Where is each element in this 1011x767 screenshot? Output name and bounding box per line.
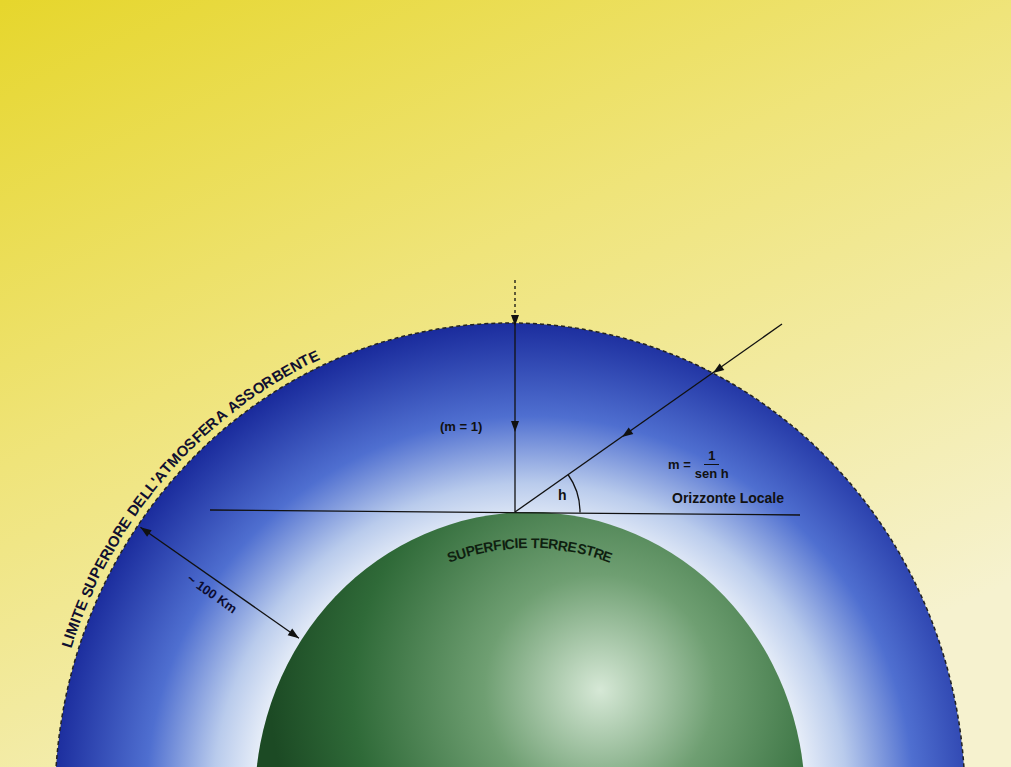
glyph: C bbox=[504, 536, 515, 551]
arrowhead bbox=[511, 315, 519, 326]
numerator: 1 bbox=[704, 448, 719, 465]
air-mass-label: (m = 1) bbox=[440, 420, 482, 434]
thickness-label: ~ 100 Km bbox=[184, 572, 239, 617]
denominator: sen h bbox=[695, 465, 729, 481]
air-mass-formula: m = 1sen h bbox=[668, 448, 729, 481]
arrowhead bbox=[140, 527, 151, 537]
arrowhead bbox=[511, 421, 519, 432]
angle-label: h bbox=[558, 488, 567, 503]
earth bbox=[255, 512, 805, 767]
formula-text: m = bbox=[668, 457, 691, 472]
atmosphere-limit bbox=[55, 323, 965, 767]
rays bbox=[140, 280, 800, 638]
zenith-ray bbox=[514, 322, 515, 512]
arrowhead bbox=[622, 427, 633, 437]
arrowhead bbox=[713, 363, 724, 373]
arrowhead bbox=[288, 629, 299, 639]
thickness-arrow bbox=[140, 527, 299, 638]
oblique-ray bbox=[515, 324, 782, 512]
horizon-label: Orizzonte Locale bbox=[672, 491, 784, 506]
glyph: T bbox=[531, 536, 540, 550]
fraction: 1sen h bbox=[695, 448, 729, 481]
angle-arc bbox=[568, 475, 580, 513]
atmosphere bbox=[55, 323, 965, 767]
glyph: E bbox=[518, 536, 528, 550]
glyph bbox=[528, 536, 532, 550]
arrowheads bbox=[140, 315, 724, 638]
local-horizon bbox=[210, 510, 800, 515]
